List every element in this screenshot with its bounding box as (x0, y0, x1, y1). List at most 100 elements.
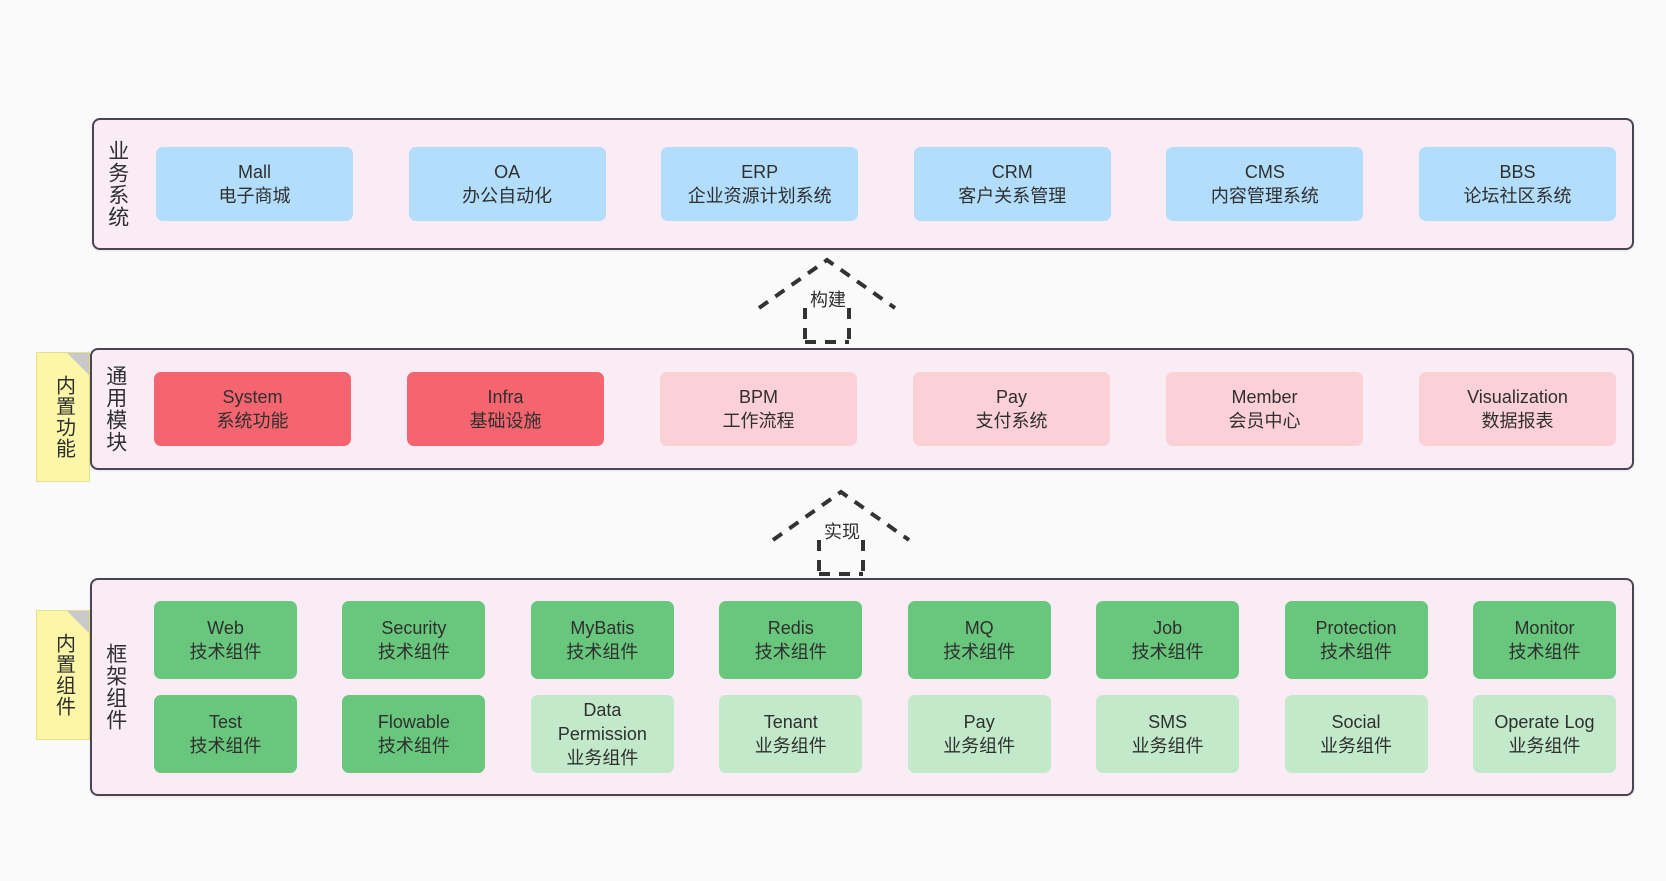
card-erp-en: ERP (741, 161, 779, 182)
card-mall-cn: 电子商城 (218, 186, 291, 206)
business-card-row: Mall 电子商城 OA 办公自动化 ERP 企业资源计划系统 CRM 客户关系… (156, 147, 1616, 221)
card-oa-en: OA (494, 161, 521, 182)
card-infra-en: Infra (487, 386, 524, 407)
layer-common-modules: 通用模块 System 系统功能 Infra 基础设施 BPM 工作流程 Pay… (90, 348, 1634, 470)
card-sms-en: SMS (1148, 711, 1188, 732)
common-card-row: System 系统功能 Infra 基础设施 BPM 工作流程 Pay 支付系统… (154, 372, 1616, 446)
card-sms-cn: 业务组件 (1131, 736, 1204, 756)
card-bpm-cn: 工作流程 (722, 411, 795, 431)
card-visualization[interactable]: Visualization 数据报表 (1419, 372, 1616, 446)
card-pay-component-cn: 业务组件 (943, 736, 1016, 756)
card-operate-log-cn: 业务组件 (1508, 736, 1581, 756)
card-visualization-cn: 数据报表 (1481, 411, 1554, 431)
note-builtin-features: 内置功能 (36, 352, 90, 482)
card-mybatis-en: MyBatis (570, 617, 635, 638)
card-erp-cn: 企业资源计划系统 (687, 186, 832, 206)
connector-implement: 实现 (771, 489, 913, 576)
card-redis-cn: 技术组件 (754, 642, 827, 662)
card-bbs[interactable]: BBS 论坛社区系统 (1418, 147, 1616, 221)
card-mybatis-cn: 技术组件 (566, 642, 639, 662)
generalization-triangle-build (757, 257, 897, 310)
card-mall[interactable]: Mall 电子商城 (156, 147, 353, 221)
card-pay-module[interactable]: Pay 支付系统 (913, 372, 1110, 446)
card-job[interactable]: Job 技术组件 (1096, 601, 1240, 679)
card-data-permission-cn: 业务组件 (566, 748, 639, 769)
card-crm-cn: 客户关系管理 (958, 186, 1067, 206)
card-pay-component-en: Pay (963, 711, 995, 732)
card-pay-module-en: Pay (995, 386, 1028, 407)
card-flowable-cn: 技术组件 (377, 736, 450, 756)
card-bbs-cn: 论坛社区系统 (1463, 186, 1572, 206)
card-mq[interactable]: MQ 技术组件 (907, 601, 1051, 679)
card-protection-en: Protection (1315, 617, 1397, 638)
card-system-en: System (222, 386, 283, 407)
layer-business-systems: 业务系统 Mall 电子商城 OA 办公自动化 ERP 企业资源计划系统 CRM… (92, 118, 1634, 250)
layer-common-modules-title: 通用模块 (103, 365, 127, 453)
card-pay-component[interactable]: Pay 业务组件 (907, 695, 1051, 773)
card-mq-cn: 技术组件 (943, 642, 1016, 662)
card-social-en: Social (1331, 711, 1381, 732)
card-test[interactable]: Test 技术组件 (154, 695, 297, 773)
card-infra[interactable]: Infra 基础设施 (407, 372, 604, 446)
layer-business-systems-title: 业务系统 (105, 140, 129, 228)
card-system-cn: 系统功能 (216, 411, 289, 431)
card-erp[interactable]: ERP 企业资源计划系统 (661, 147, 859, 221)
card-infra-cn: 基础设施 (469, 411, 542, 431)
card-flowable[interactable]: Flowable 技术组件 (342, 695, 486, 773)
card-tenant[interactable]: Tenant 业务组件 (719, 695, 863, 773)
card-bpm[interactable]: BPM 工作流程 (660, 372, 857, 446)
card-social-cn: 业务组件 (1320, 736, 1393, 756)
card-monitor[interactable]: Monitor 技术组件 (1472, 601, 1616, 679)
generalization-triangle-implement (771, 489, 911, 542)
layer-business-systems-body: Mall 电子商城 OA 办公自动化 ERP 企业资源计划系统 CRM 客户关系… (140, 120, 1632, 248)
card-visualization-en: Visualization (1467, 386, 1568, 407)
card-member[interactable]: Member 会员中心 (1166, 372, 1363, 446)
note-fold-corner-icon-2 (67, 611, 89, 633)
card-data-permission[interactable]: Data Permission 业务组件 (530, 695, 674, 773)
card-member-cn: 会员中心 (1228, 411, 1301, 431)
card-redis-en: Redis (767, 617, 814, 638)
card-security-en: Security (381, 617, 447, 638)
card-security-cn: 技术组件 (377, 642, 450, 662)
card-operate-log[interactable]: Operate Log 业务组件 (1472, 695, 1616, 773)
card-mybatis[interactable]: MyBatis 技术组件 (530, 601, 674, 679)
card-crm[interactable]: CRM 客户关系管理 (913, 147, 1111, 221)
card-protection-cn: 技术组件 (1320, 642, 1393, 662)
card-redis[interactable]: Redis 技术组件 (719, 601, 863, 679)
card-job-cn: 技术组件 (1131, 642, 1204, 662)
card-member-en: Member (1231, 386, 1298, 407)
card-monitor-en: Monitor (1514, 617, 1575, 638)
layer-framework-components-title: 框架组件 (103, 643, 127, 731)
card-test-cn: 技术组件 (189, 736, 262, 756)
card-web-cn: 技术组件 (189, 642, 262, 662)
card-flowable-en: Flowable (377, 711, 450, 732)
card-bbs-en: BBS (1499, 161, 1536, 182)
card-protection[interactable]: Protection 技术组件 (1284, 601, 1428, 679)
layer-common-modules-body: System 系统功能 Infra 基础设施 BPM 工作流程 Pay 支付系统… (138, 350, 1632, 468)
card-cms[interactable]: CMS 内容管理系统 (1166, 147, 1364, 221)
card-security[interactable]: Security 技术组件 (342, 601, 486, 679)
connector-implement-label: 实现 (824, 522, 860, 542)
card-sms[interactable]: SMS 业务组件 (1096, 695, 1240, 773)
note-builtin-components: 内置组件 (36, 610, 90, 740)
card-mall-en: Mall (237, 161, 271, 182)
card-test-en: Test (208, 711, 242, 732)
card-mq-en: MQ (964, 617, 994, 638)
card-oa[interactable]: OA 办公自动化 (408, 147, 606, 221)
card-crm-en: CRM (991, 161, 1033, 182)
card-system[interactable]: System 系统功能 (154, 372, 351, 446)
note-fold-corner-icon (67, 353, 89, 375)
card-tenant-cn: 业务组件 (754, 736, 827, 756)
card-cms-cn: 内容管理系统 (1210, 186, 1319, 206)
card-web-en: Web (207, 617, 244, 638)
layer-framework-components-body: Web 技术组件 Security 技术组件 MyBatis 技术组件 Redi… (138, 580, 1632, 794)
card-operate-log-en: Operate Log (1494, 711, 1595, 732)
connector-build: 构建 (757, 257, 899, 344)
card-web[interactable]: Web 技术组件 (154, 601, 297, 679)
card-social[interactable]: Social 业务组件 (1284, 695, 1428, 773)
card-monitor-cn: 技术组件 (1508, 642, 1581, 662)
connector-build-label: 构建 (810, 290, 846, 310)
framework-card-row-2: Test 技术组件 Flowable 技术组件 Data Permission … (154, 695, 1616, 773)
note-builtin-features-label: 内置功能 (52, 375, 75, 459)
card-data-permission-en: Data Permission (557, 699, 647, 744)
